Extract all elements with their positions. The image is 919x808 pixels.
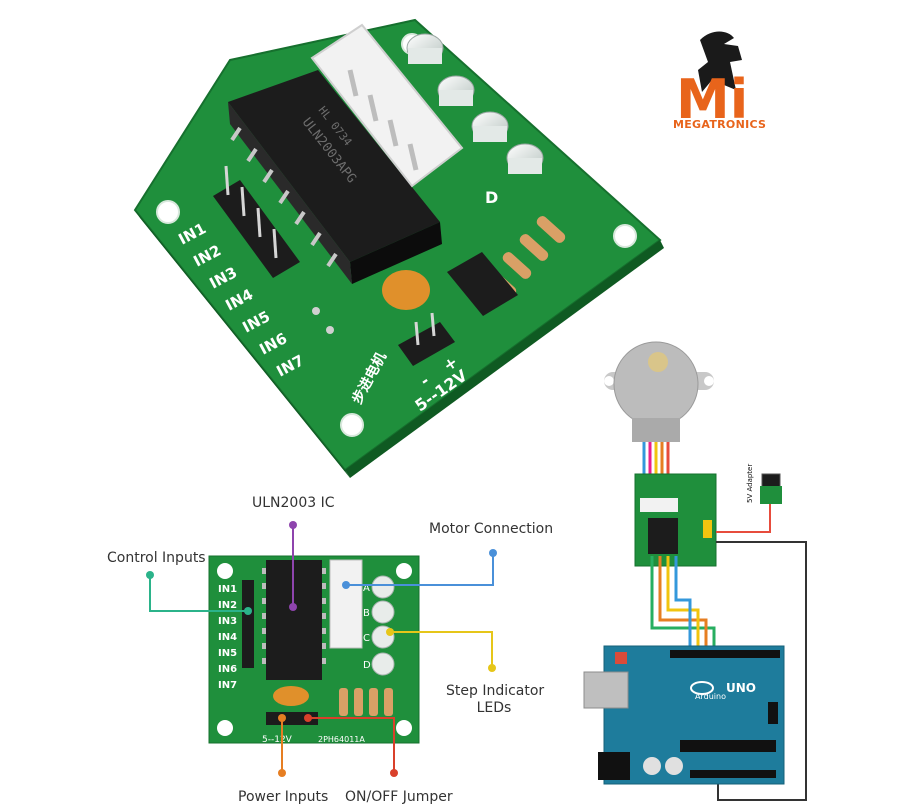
flat-label-in1: IN1 (218, 584, 237, 595)
flat-led-b: B (363, 608, 370, 619)
callout-leds-label-line1: Step Indicator (446, 683, 545, 699)
flat-power-label: 5--12V (262, 735, 293, 745)
flat-pcb-code: 2PH64011A (318, 735, 365, 744)
callout-jumper-label: ON/OFF Jumper (345, 789, 453, 805)
callout-control-label: Control Inputs (107, 550, 206, 566)
brand-name: MEGATRONICS (673, 118, 767, 131)
arduino-wiring-diagram: 5V Adapter Arduino UNO (583, 341, 807, 801)
photo-led-label-d: D (485, 188, 498, 207)
callout-power-label: Power Inputs (238, 789, 329, 805)
arduino-model-text: UNO (726, 681, 756, 695)
photo-capacitor (382, 270, 430, 310)
callout-ic-label: ULN2003 IC (252, 495, 335, 511)
arduino-uno-board: Arduino UNO (583, 645, 785, 785)
photo-leds (406, 33, 544, 174)
flat-label-in3: IN3 (218, 616, 237, 627)
callout-leds-label-line2: LEDs (476, 700, 512, 716)
arduino-logo-text: Arduino (695, 692, 726, 701)
flat-led-d: D (363, 660, 371, 671)
annotated-board-diagram: A B C D IN1 IN2 IN3 IN4 IN5 IN6 IN7 5--1… (208, 555, 420, 745)
logo-letters: Mi (676, 68, 748, 131)
callout-motor-label: Motor Connection (429, 521, 554, 537)
flat-led-a: A (363, 583, 370, 594)
stepper-driver-board-photo: ULN2003APG HL 0734 D (133, 18, 664, 478)
flat-led-c: C (363, 633, 370, 644)
flat-label-in6: IN6 (218, 664, 237, 675)
flat-label-in4: IN4 (218, 632, 237, 643)
flat-label-in2: IN2 (218, 600, 237, 611)
callout-leaders (146, 521, 497, 777)
flat-label-in5: IN5 (218, 648, 237, 659)
adapter-label: 5V Adapter (746, 464, 754, 503)
megatronics-logo-icon: Mi (676, 31, 748, 131)
stepper-motor (604, 341, 714, 442)
photo-input-header (213, 165, 300, 278)
flat-label-in7: IN7 (218, 680, 237, 691)
